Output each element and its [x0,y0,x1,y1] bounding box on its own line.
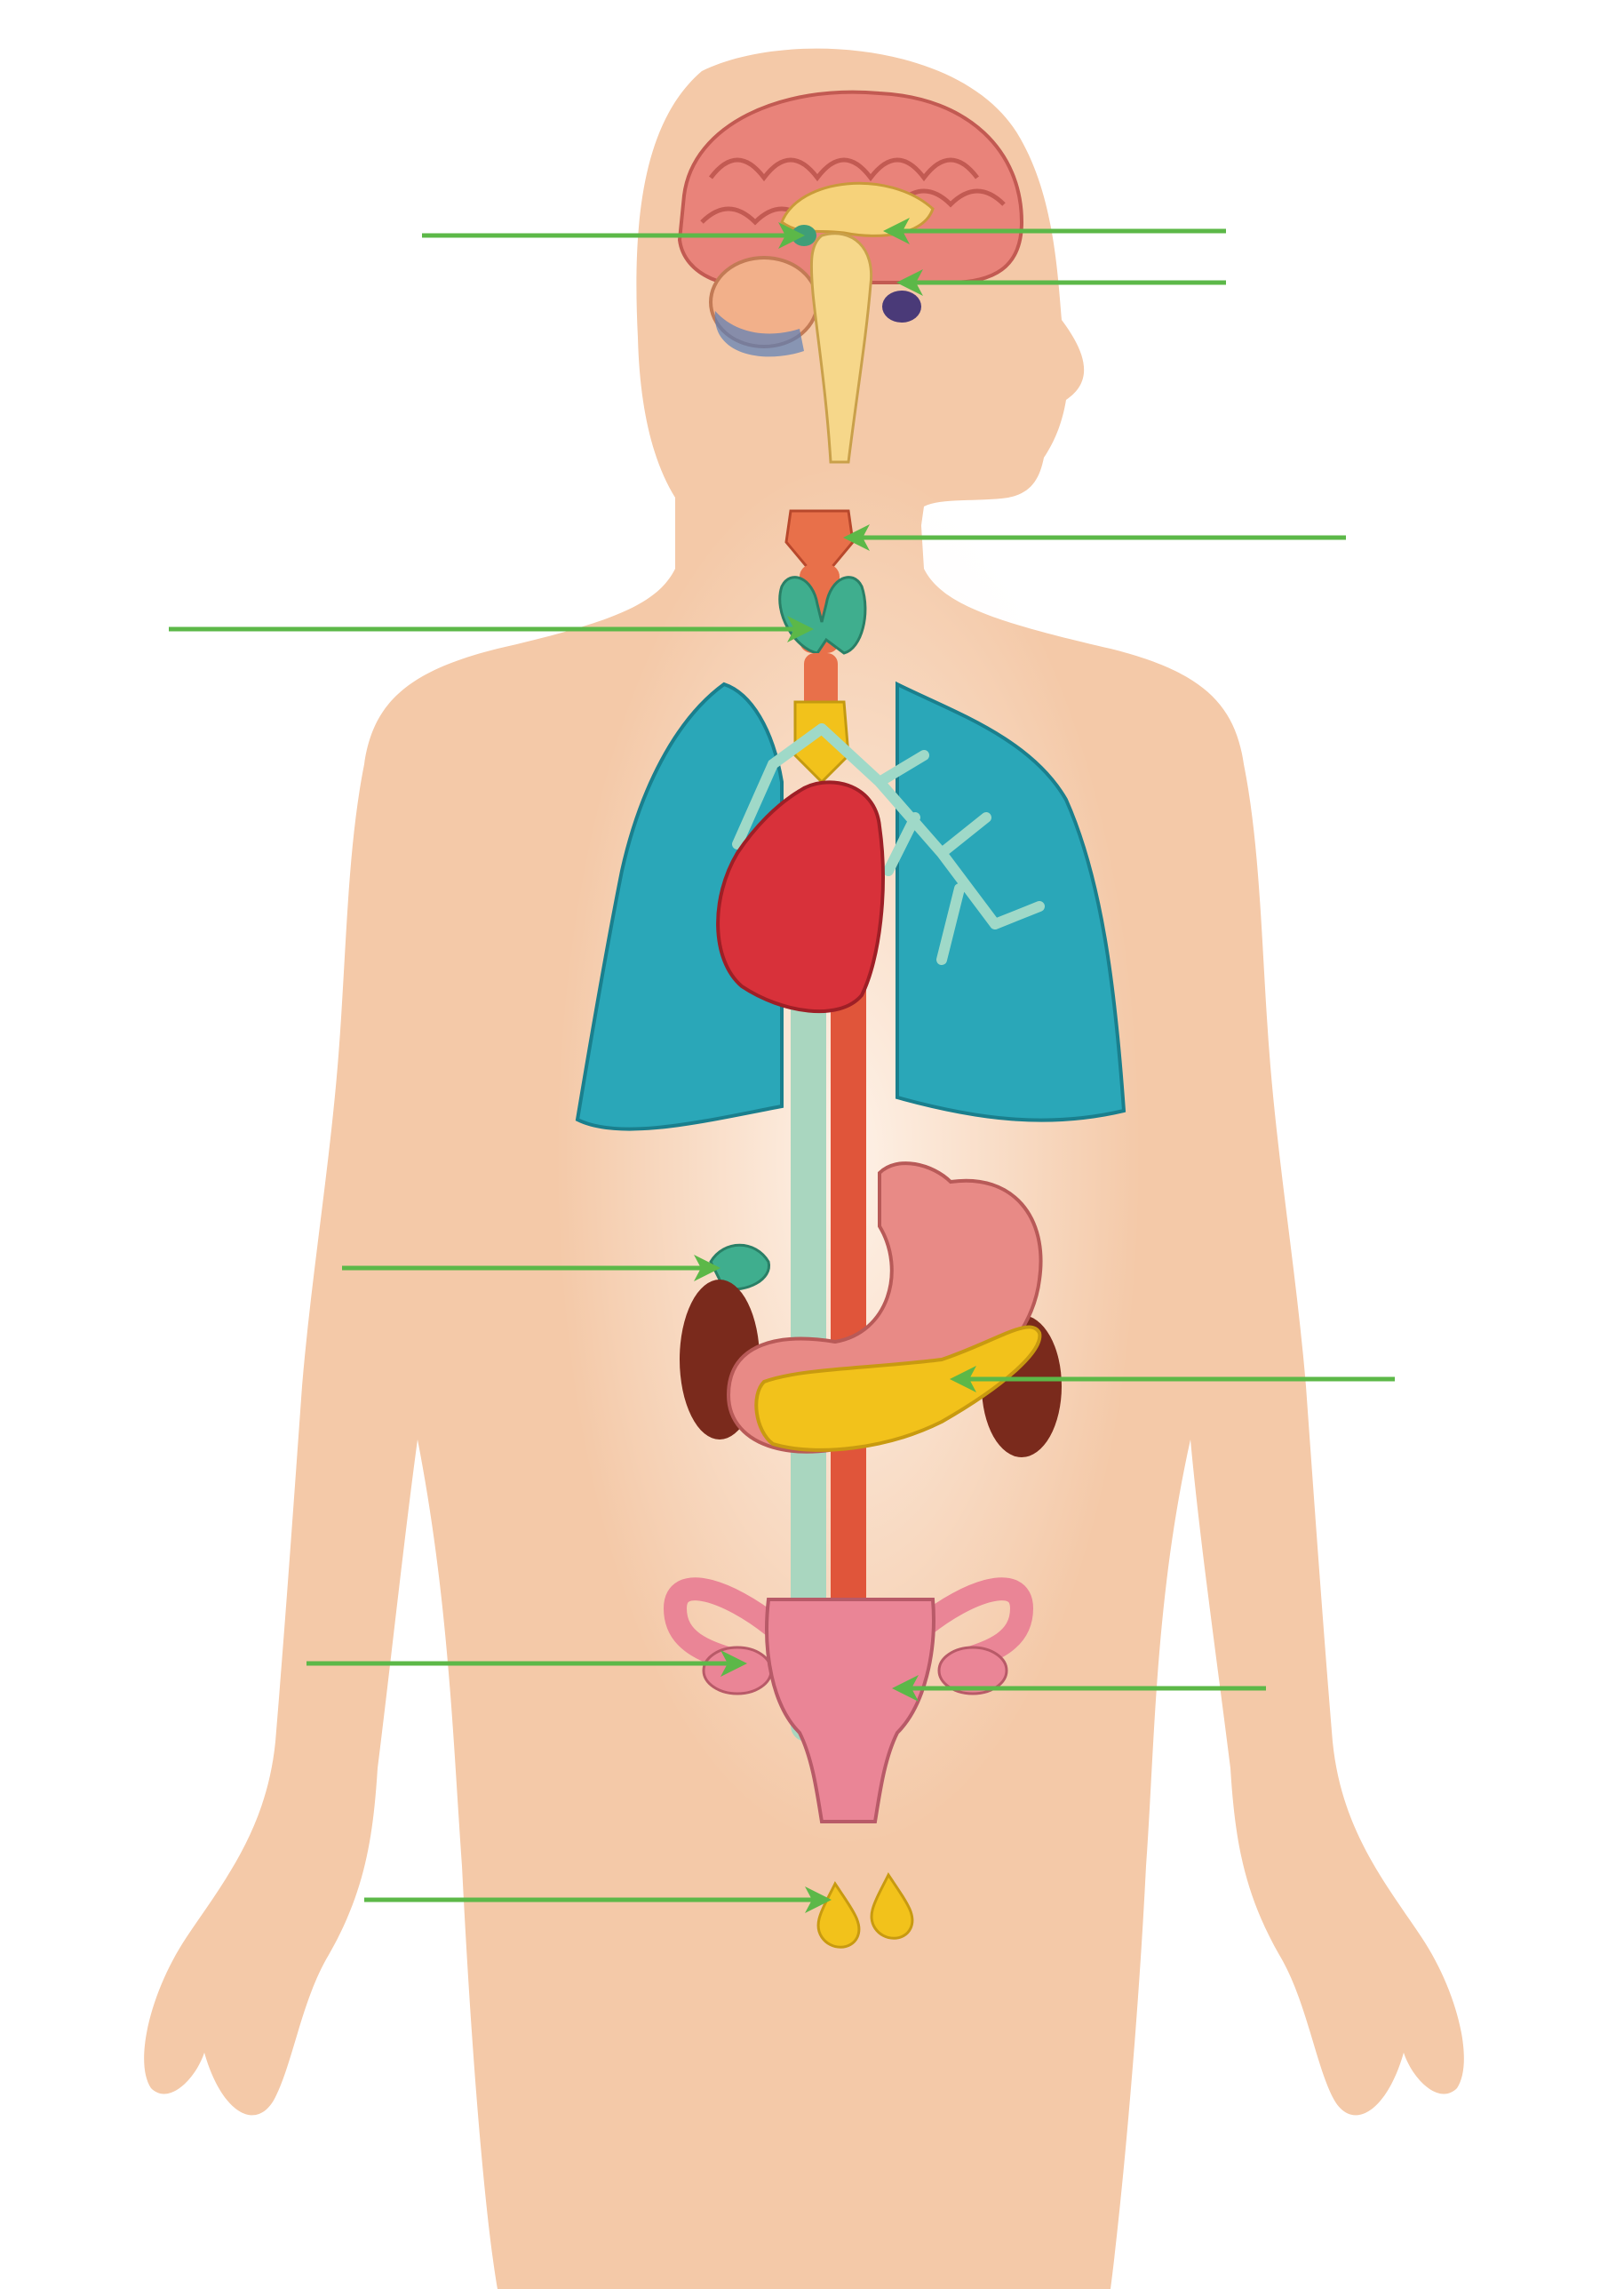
neck-organs [778,509,867,785]
right-testis [870,1872,914,1940]
lungs [575,681,1126,1131]
pancreas [754,1325,1042,1452]
pointer-arrows [169,218,1395,1913]
right-ovary [937,1646,1008,1695]
pituitary-gland [882,291,921,323]
cerebellum-shadow [714,311,804,357]
brainstem [809,232,873,464]
bronchi [732,723,1045,965]
heart [716,780,885,1014]
left-ovary [702,1646,773,1695]
right-adrenal [709,1243,770,1291]
left-lung [896,681,1126,1122]
